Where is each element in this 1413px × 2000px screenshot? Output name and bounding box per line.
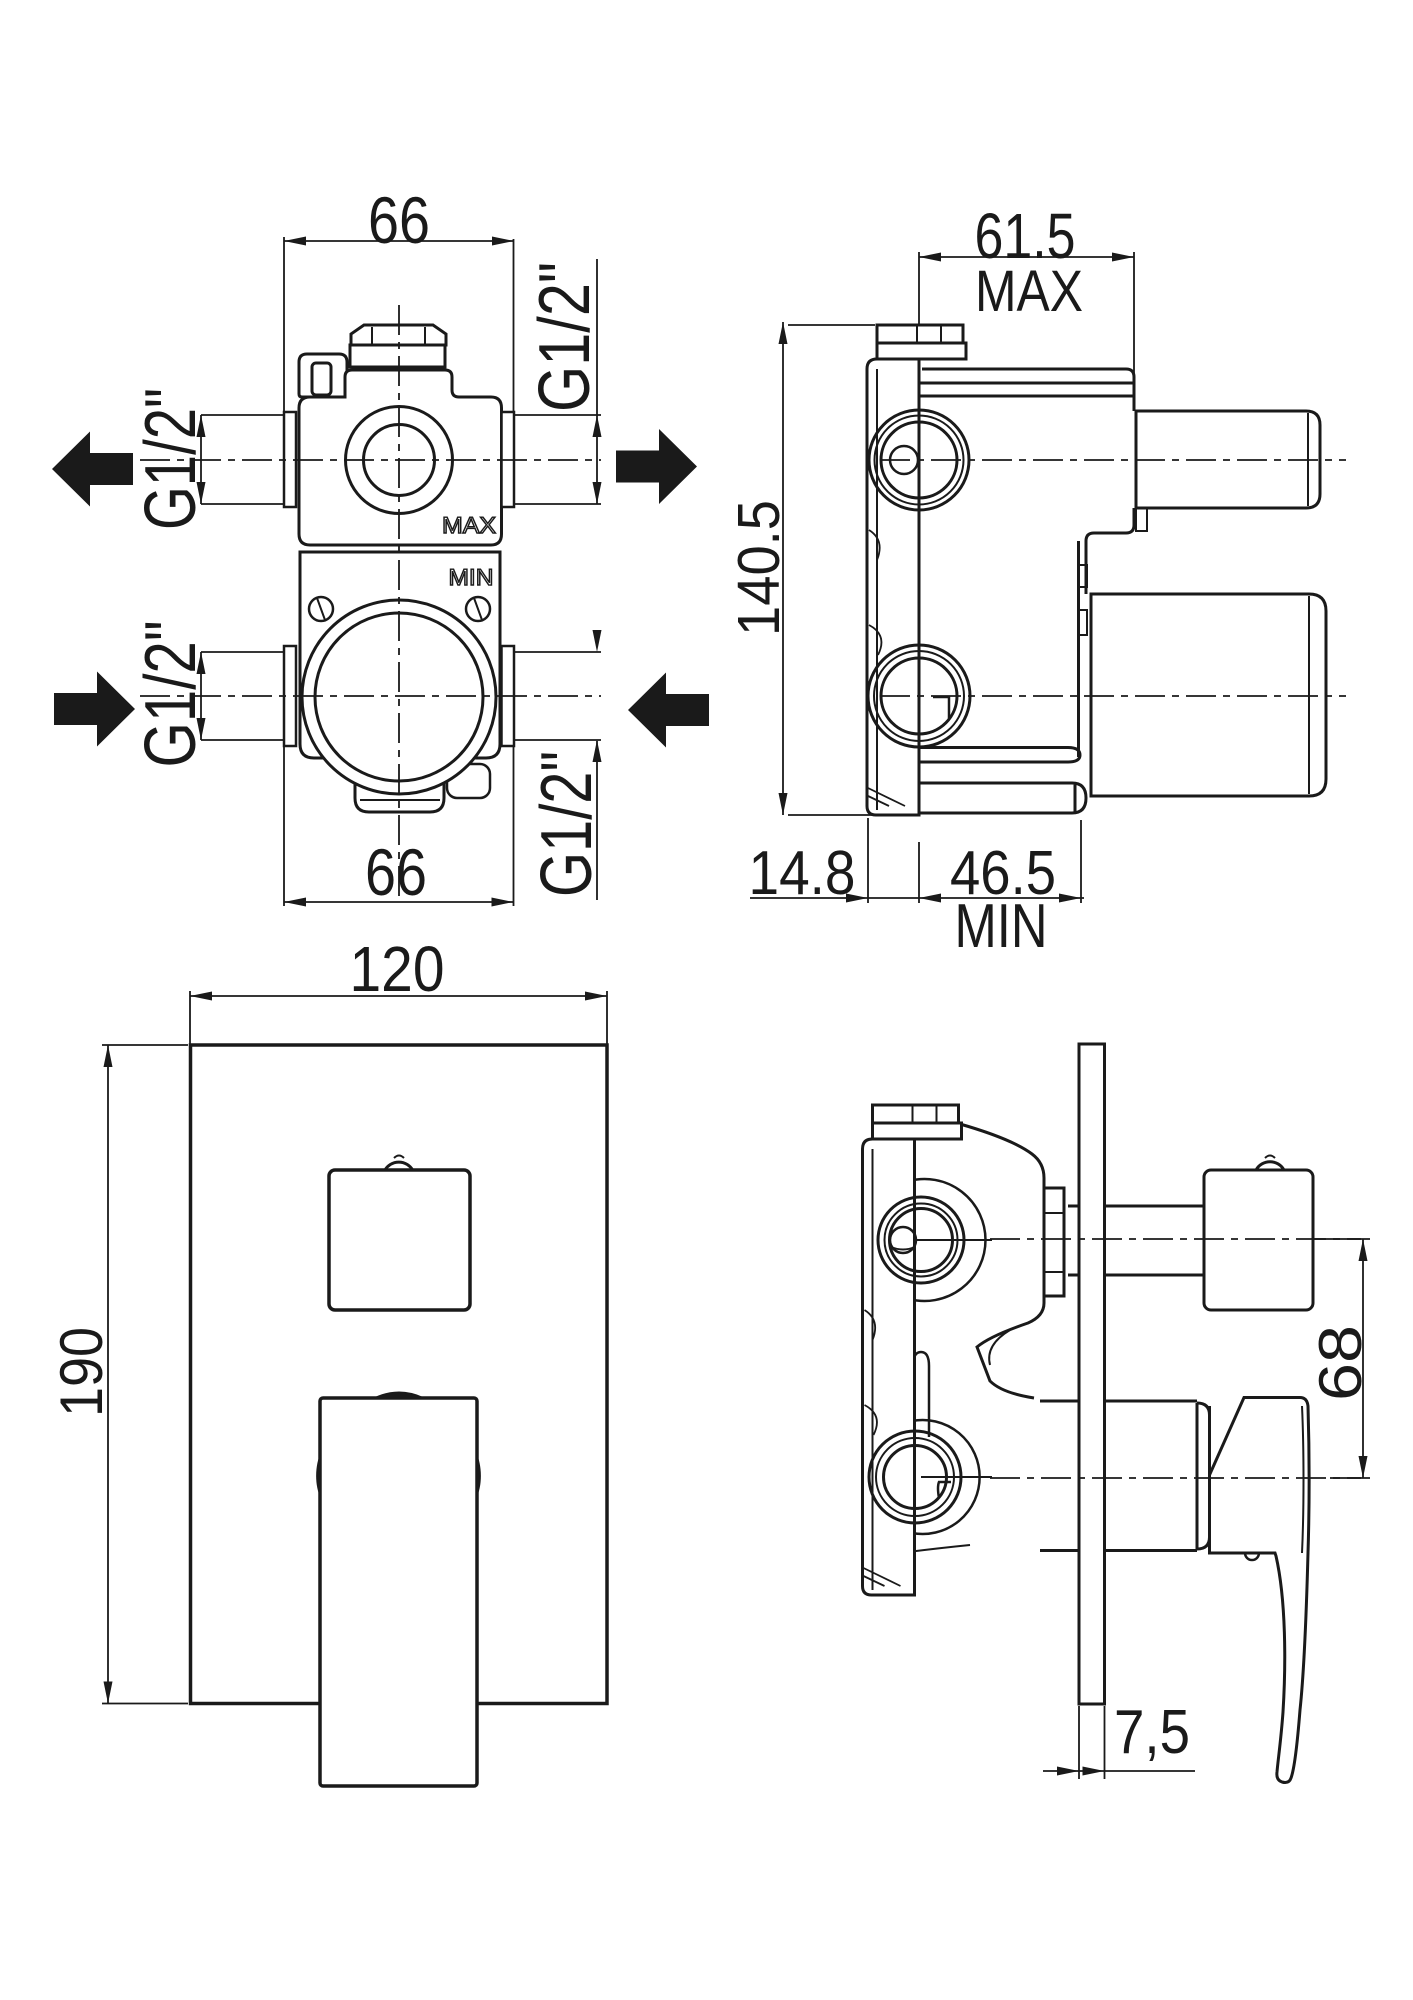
svg-text:68: 68 [1307, 1325, 1374, 1401]
svg-text:MAX: MAX [975, 259, 1083, 324]
svg-text:G1/2": G1/2" [525, 262, 605, 412]
svg-text:MAX: MAX [442, 512, 496, 538]
svg-text:7,5: 7,5 [1114, 1698, 1190, 1767]
svg-text:140.5: 140.5 [726, 500, 792, 636]
svg-text:66: 66 [368, 183, 430, 257]
svg-text:66: 66 [365, 835, 427, 909]
svg-text:46.5: 46.5 [950, 839, 1056, 908]
svg-text:120: 120 [350, 933, 445, 1005]
svg-text:MIN: MIN [955, 892, 1048, 961]
svg-text:MIN: MIN [448, 564, 493, 590]
svg-text:14.8: 14.8 [749, 839, 856, 908]
svg-text:G1/2": G1/2" [527, 751, 607, 897]
svg-text:G1/2": G1/2" [131, 621, 211, 768]
svg-text:61.5: 61.5 [975, 200, 1076, 272]
svg-text:G1/2": G1/2" [131, 388, 211, 530]
svg-text:190: 190 [48, 1327, 115, 1417]
